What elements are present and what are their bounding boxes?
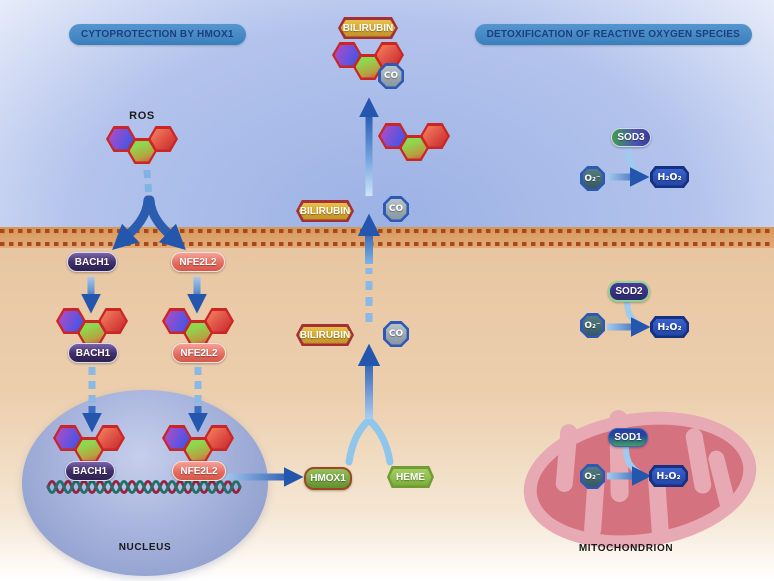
heme-banner: HEME [387,466,434,488]
bilirubin-banner: BILIRUBIN [296,324,354,346]
nfe2l2-pill: NFE2L2 [171,252,225,272]
superoxide-badge: O₂⁻ [580,313,605,338]
mitochondrion-label: MITOCHONDRION [578,543,674,554]
hydrogen-peroxide-badge: H₂O₂ [650,166,689,188]
hexagon-green-icon [74,437,104,463]
nfe2l2-pill: NFE2L2 [172,461,226,481]
membrane-dashed-line [0,242,774,246]
bilirubin-banner: BILIRUBIN [296,200,354,222]
co-badge: CO [378,63,404,89]
hydrogen-peroxide-badge: H₂O₂ [649,465,688,487]
nfe2l2-nuclear-complex-hexagons [162,425,234,463]
nucleus-label: NUCLEUS [118,542,172,553]
left-title-banner: CYTOPROTECTION BY HMOX1 [69,24,246,45]
membrane-dashed-line [0,229,774,233]
nfe2l2-pill: NFE2L2 [172,343,226,363]
exported-ros-hexagons [378,123,450,161]
ros-label: ROS [129,110,155,122]
hexagon-green-icon [183,320,213,346]
bach1-nuclear-complex-hexagons [53,425,125,463]
right-title-banner: DETOXIFICATION OF REACTIVE OXYGEN SPECIE… [474,24,752,45]
hexagon-green-icon [183,437,213,463]
superoxide-badge: O₂⁻ [580,464,605,489]
bach1-pill: BACH1 [68,343,118,363]
hydrogen-peroxide-badge: H₂O₂ [650,316,689,338]
sod1-pill: SOD1 [608,428,648,447]
cell-membrane [0,227,774,248]
bach1-ros-complex-hexagons [56,308,128,346]
hmox1-pill: HMOX1 [304,467,352,490]
co-badge: CO [383,321,409,347]
sod3-pill: SOD3 [611,128,651,147]
nfe2l2-ros-complex-hexagons [162,308,234,346]
hexagon-green-icon [77,320,107,346]
bach1-pill: BACH1 [67,252,117,272]
co-badge: CO [383,196,409,222]
bach1-pill: BACH1 [65,461,115,481]
superoxide-badge: O₂⁻ [580,166,605,191]
sod2-pill: SOD2 [608,281,650,302]
bilirubin-banner: BILIRUBIN [338,17,398,39]
ros-hexagon-molecule [106,126,178,164]
